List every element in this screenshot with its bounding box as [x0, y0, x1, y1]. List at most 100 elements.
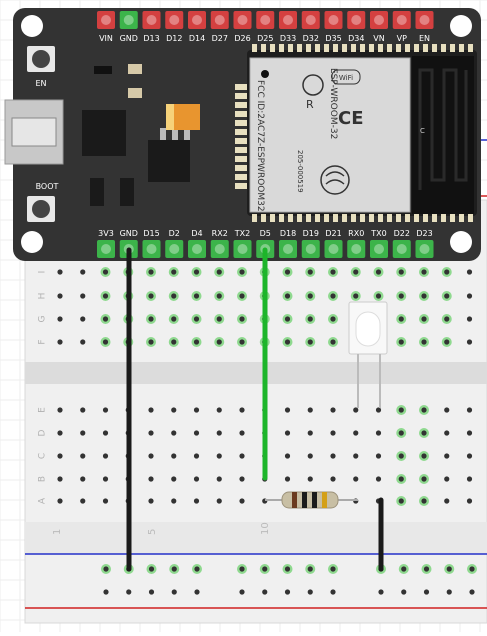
- breadboard-hole: [216, 430, 222, 436]
- top-pin-d34[interactable]: [347, 11, 366, 29]
- breadboard-hole: [398, 430, 404, 436]
- pin1-marker: [261, 70, 269, 78]
- column-number-5: 5: [147, 529, 158, 535]
- breadboard-hole: [216, 498, 222, 504]
- breadboard-hole: [330, 430, 336, 436]
- breadboard-hole: [80, 453, 86, 459]
- power-rail-divider: [25, 522, 487, 554]
- bottom-pin-rx0[interactable]: [347, 240, 366, 258]
- bottom-pin-rx2[interactable]: [210, 240, 229, 258]
- breadboard-hole: [102, 269, 109, 275]
- module-shield: [249, 57, 411, 213]
- breadboard-hole: [102, 293, 109, 299]
- top-pin-vn[interactable]: [370, 11, 388, 29]
- breadboard-hole: [102, 498, 109, 504]
- top-pin-d25[interactable]: [256, 11, 275, 29]
- breadboard-hole: [469, 566, 475, 572]
- bottom-pin-label: D4: [191, 229, 202, 238]
- breadboard-hole: [57, 476, 63, 482]
- breadboard-hole: [171, 453, 177, 459]
- breadboard-hole: [421, 453, 427, 459]
- bottom-pin-d19[interactable]: [301, 240, 320, 258]
- smd-led: [128, 88, 142, 98]
- module-pad: [235, 93, 247, 99]
- pin-hole: [260, 15, 271, 25]
- module-pad: [235, 84, 247, 90]
- top-pin-gnd[interactable]: [119, 11, 138, 29]
- pin-hole: [283, 15, 293, 25]
- top-pin-d12[interactable]: [165, 11, 184, 29]
- top-pin-vp[interactable]: [392, 11, 411, 29]
- bottom-pin-label: D15: [143, 229, 159, 238]
- bottom-pin-d18[interactable]: [279, 240, 297, 258]
- pin-hole: [305, 244, 316, 254]
- resistor[interactable]: [265, 491, 358, 509]
- breadboard-hole: [421, 430, 427, 436]
- top-pin-d13[interactable]: [142, 11, 161, 29]
- ir-receiver: [348, 301, 388, 408]
- breadboard-hole: [444, 293, 450, 299]
- top-pin-label: VP: [397, 34, 407, 43]
- breadboard-hole: [148, 476, 154, 482]
- module-r-mark: R: [306, 98, 314, 111]
- en-button[interactable]: [32, 50, 50, 68]
- bottom-pin-d2[interactable]: [165, 240, 184, 258]
- pin-hole: [101, 244, 111, 254]
- breadboard-hole: [307, 339, 313, 345]
- breadboard-hole: [353, 476, 359, 482]
- top-pin-label: D32: [303, 34, 319, 43]
- breadboard-hole: [284, 407, 291, 413]
- row-label: C: [38, 453, 48, 459]
- breadboard-hole: [284, 316, 291, 322]
- top-pin-d27[interactable]: [210, 11, 229, 29]
- bottom-pin-d4[interactable]: [188, 240, 206, 258]
- breadboard-hole: [148, 453, 154, 459]
- module-pad: [279, 44, 284, 52]
- breadboard-hole: [446, 566, 452, 572]
- breadboard-hole: [444, 498, 450, 504]
- bottom-pin-3v3[interactable]: [97, 240, 115, 258]
- top-pin-d33[interactable]: [279, 11, 297, 29]
- breadboard-hole: [239, 430, 245, 436]
- bottom-pin-d15[interactable]: [142, 240, 161, 258]
- bottom-pin-d22[interactable]: [392, 240, 411, 258]
- breadboard-hole: [284, 566, 291, 572]
- usb-uart-chip: [82, 110, 126, 156]
- top-pin-d26[interactable]: [233, 11, 252, 29]
- row-label: G: [38, 315, 48, 322]
- breadboard-hole: [80, 339, 86, 345]
- pin-hole: [396, 15, 407, 25]
- breadboard-hole: [444, 316, 450, 322]
- module-pad: [405, 44, 410, 52]
- breadboard-hole: [284, 339, 291, 345]
- top-pin-d32[interactable]: [301, 11, 320, 29]
- bottom-pin-d23[interactable]: [415, 240, 434, 258]
- breadboard-hole: [330, 339, 336, 345]
- pin-hole: [237, 244, 248, 254]
- module-pad: [441, 214, 446, 222]
- breadboard-hole: [466, 316, 473, 322]
- breadboard-hole: [193, 407, 200, 413]
- pin-hole: [374, 15, 384, 25]
- bottom-pin-tx2[interactable]: [233, 240, 252, 258]
- breadboard-hole: [193, 339, 200, 345]
- top-pin-en[interactable]: [415, 11, 434, 29]
- bottom-pin-d21[interactable]: [324, 240, 343, 258]
- espressif-logo-icon: [320, 165, 350, 195]
- boot-button[interactable]: [32, 200, 50, 218]
- top-pin-label: D34: [348, 34, 364, 43]
- breadboard-hole: [193, 430, 200, 436]
- top-pin-d14[interactable]: [188, 11, 206, 29]
- breadboard-hole: [57, 316, 63, 322]
- top-pin-vin[interactable]: [97, 11, 115, 29]
- breadboard-hole: [239, 316, 245, 322]
- bottom-pin-tx0[interactable]: [370, 240, 388, 258]
- regulator-pin: [184, 128, 190, 140]
- row-label: H: [38, 293, 48, 300]
- breadboard-hole: [216, 269, 222, 275]
- top-pin-d35[interactable]: [324, 11, 343, 29]
- breadboard-hole: [421, 316, 427, 322]
- breadboard-hole: [171, 407, 177, 413]
